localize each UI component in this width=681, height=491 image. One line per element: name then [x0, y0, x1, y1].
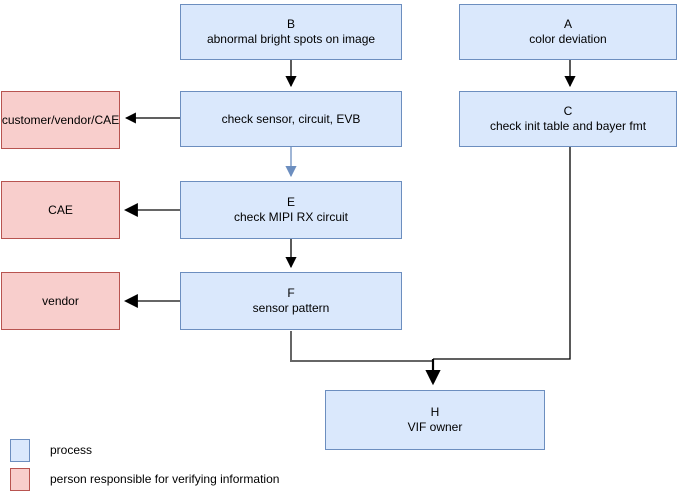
edge-c-to-junction: [433, 147, 571, 360]
node-e-subtitle: check MIPI RX circuit: [233, 210, 349, 224]
node-cae: CAE: [1, 181, 120, 239]
node-c-subtitle: check init table and bayer fmt: [489, 119, 647, 133]
node-check-sensor-title: check sensor, circuit, EVB: [221, 111, 361, 126]
node-a-title: A: [563, 17, 572, 31]
legend-responsible-swatch: [10, 468, 30, 491]
node-h-subtitle: VIF owner: [407, 420, 463, 434]
node-b: B abnormal bright spots on image: [180, 4, 402, 60]
node-f-subtitle: sensor pattern: [252, 301, 330, 315]
node-vendor-title: vendor: [42, 293, 79, 308]
node-e-title: E: [286, 195, 295, 209]
node-h: H VIF owner: [325, 390, 545, 450]
node-f: F sensor pattern: [180, 272, 402, 330]
edge-f-to-junction: [290, 331, 433, 362]
node-c-title: C: [563, 104, 573, 118]
legend-process-label: process: [50, 443, 93, 457]
node-b-title: B: [286, 17, 295, 31]
node-customer-vendor-cae: customer/vendor/CAE: [1, 91, 120, 149]
legend-process-swatch: [10, 439, 30, 462]
node-a: A color deviation: [459, 4, 677, 60]
node-a-subtitle: color deviation: [529, 32, 607, 46]
node-check-sensor: check sensor, circuit, EVB: [180, 91, 402, 147]
node-vendor: vendor: [1, 272, 120, 330]
node-cae-title: CAE: [48, 202, 73, 217]
node-c: C check init table and bayer fmt: [459, 91, 677, 147]
node-f-title: F: [287, 286, 295, 300]
node-e: E check MIPI RX circuit: [180, 181, 402, 239]
node-b-subtitle: abnormal bright spots on image: [206, 32, 376, 46]
node-customer-vendor-cae-title: customer/vendor/CAE: [1, 112, 120, 127]
legend-responsible-label: person responsible for verifying informa…: [50, 472, 280, 486]
node-h-title: H: [430, 405, 440, 419]
